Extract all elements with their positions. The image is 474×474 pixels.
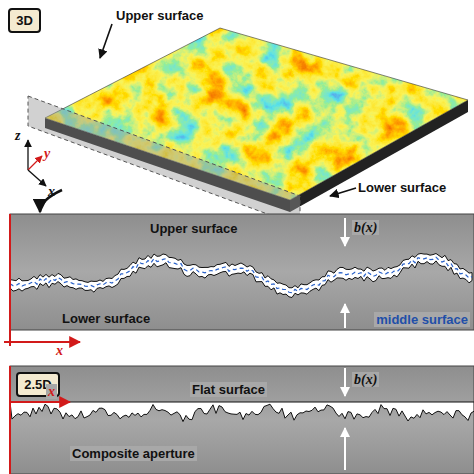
part-label: Upper surface xyxy=(150,221,237,236)
part-label: z xyxy=(15,128,20,143)
part-label: Flat surface xyxy=(190,382,267,397)
tag-text: 3D xyxy=(16,13,33,28)
part-label: Lower surface xyxy=(62,311,150,326)
part-label: middle surface xyxy=(374,312,470,327)
panel-tag: 3D xyxy=(8,8,41,33)
part-label: Composite aperture xyxy=(70,446,197,461)
part-label: x xyxy=(46,384,57,399)
part-label: x xyxy=(48,184,55,199)
part-label: y xyxy=(44,146,50,161)
part-label: b(x) xyxy=(352,372,379,387)
part-label: x xyxy=(56,343,63,358)
part-label: Upper surface xyxy=(116,8,203,23)
part-label: b(x) xyxy=(352,220,379,235)
part-label: Lower surface xyxy=(358,180,446,195)
